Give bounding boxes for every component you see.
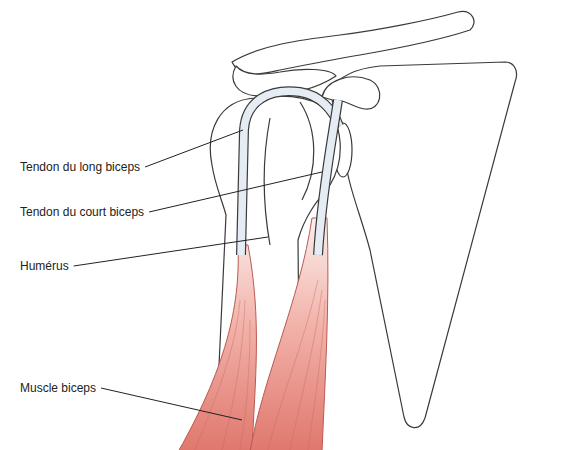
long-head-tendon-outline bbox=[241, 91, 339, 255]
part-label: Tendon du long biceps bbox=[20, 160, 140, 174]
muscle-fibres bbox=[195, 280, 325, 450]
long-head-tendon bbox=[241, 91, 339, 255]
leader-line bbox=[74, 237, 268, 266]
leader-line bbox=[145, 130, 243, 167]
leader-line bbox=[149, 172, 322, 212]
scapula bbox=[330, 62, 517, 428]
tubercle-line bbox=[264, 118, 270, 245]
part-label: Tendon du court biceps bbox=[20, 205, 144, 219]
part-label: Muscle biceps bbox=[20, 381, 96, 395]
leader-line bbox=[101, 388, 242, 420]
anatomical-neck bbox=[300, 102, 314, 200]
biceps-long-head bbox=[178, 245, 256, 450]
short-head-tendon-outline bbox=[318, 100, 338, 255]
short-head-tendon bbox=[318, 100, 338, 255]
clavicle bbox=[232, 12, 474, 75]
part-label: Humérus bbox=[20, 259, 69, 273]
